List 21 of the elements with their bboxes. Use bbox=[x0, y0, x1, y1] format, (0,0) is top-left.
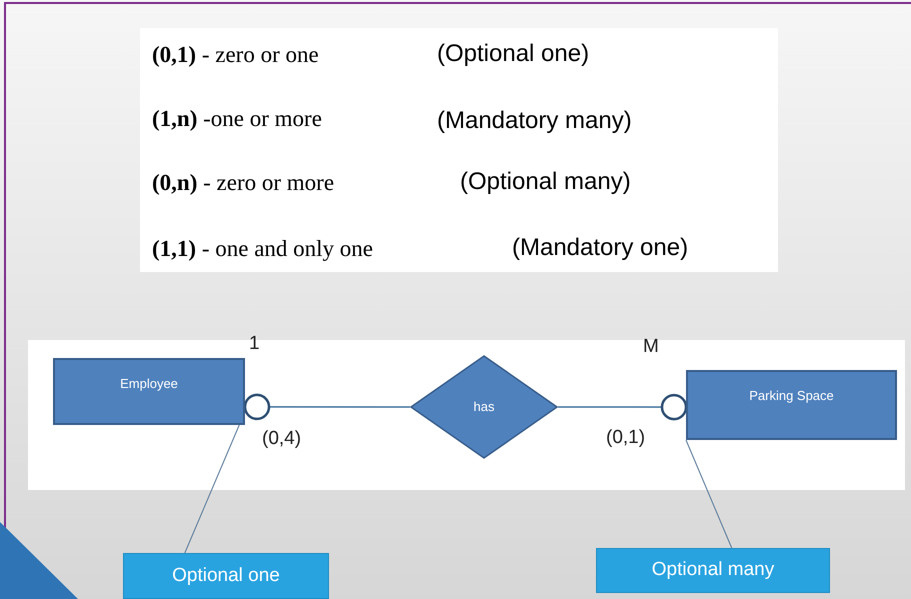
cardinality-meaning: (Optional one) bbox=[437, 39, 590, 69]
callout-box: Optional many bbox=[596, 548, 830, 593]
relationship-line bbox=[558, 394, 688, 420]
cardinality-label: M bbox=[643, 335, 659, 359]
cardinality-notation: (0,n) - zero or more bbox=[152, 169, 334, 197]
cardinality-meaning: (Mandatory one) bbox=[512, 233, 688, 263]
min-max-label: (0,1) bbox=[606, 426, 646, 450]
cardinality-meaning: (Optional many) bbox=[460, 167, 631, 197]
callout-box: Optional one bbox=[123, 553, 329, 599]
cardinality-label: 1 bbox=[249, 332, 260, 356]
cardinality-notation: (1,1) - one and only one bbox=[152, 235, 374, 263]
entity-box: Employee bbox=[53, 358, 245, 425]
cardinality-notation: (1,n) -one or more bbox=[152, 105, 322, 133]
relationship-name: has bbox=[474, 398, 494, 416]
leader-line bbox=[686, 440, 732, 548]
cardinality-meaning: (Mandatory many) bbox=[437, 106, 632, 136]
leader-line bbox=[184, 424, 240, 554]
entity-box: Parking Space bbox=[686, 370, 897, 440]
cardinality-notation: (0,1) - zero or one bbox=[152, 41, 319, 69]
relationship-line bbox=[244, 394, 410, 420]
min-max-label: (0,4) bbox=[262, 427, 302, 451]
